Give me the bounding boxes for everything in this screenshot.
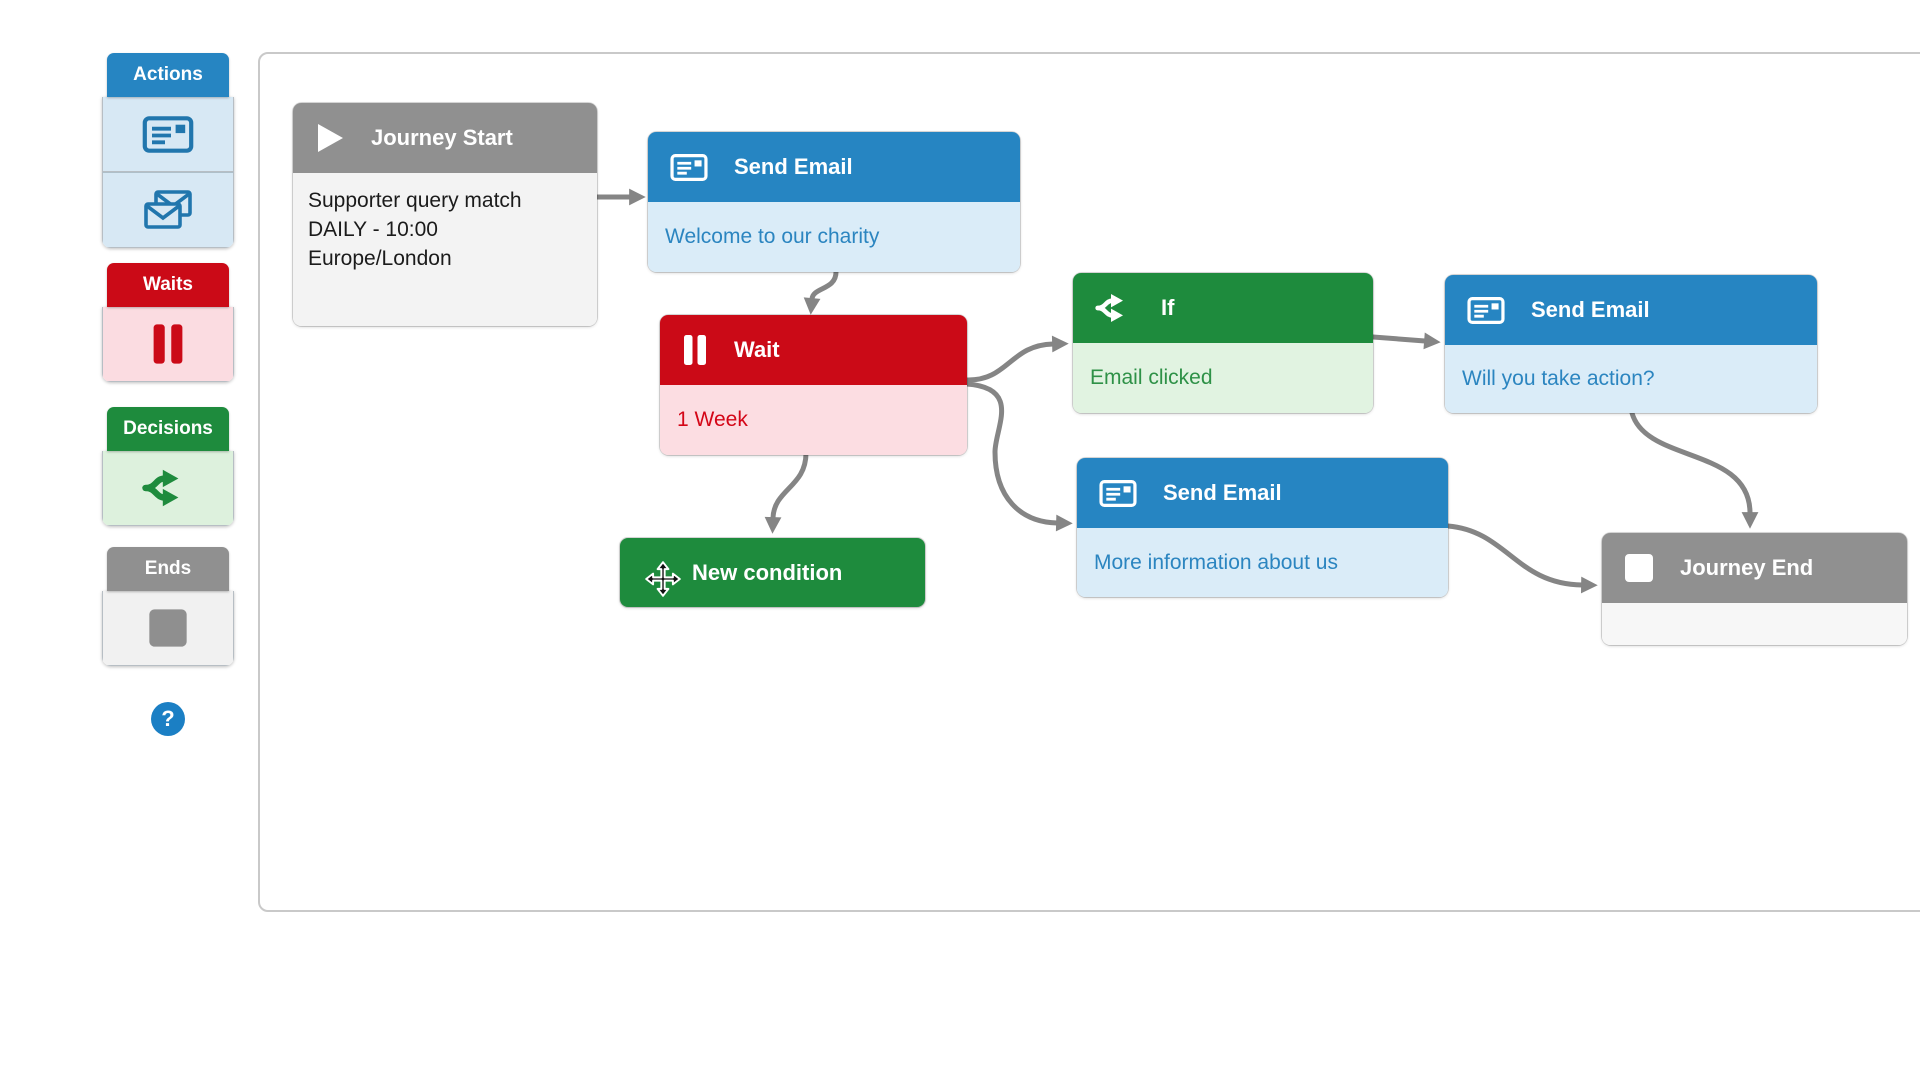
palette-item-decision[interactable] [102,451,234,526]
node-wait-header: Wait [660,315,967,385]
node-body: Will you take action? [1445,345,1817,413]
node-title: Journey End [1680,555,1814,580]
help-button[interactable]: ? [151,702,185,736]
palette-item-send-email[interactable] [102,97,234,172]
palette-item-wait[interactable] [102,307,234,382]
node-send-email-info[interactable]: Send Email More information about us [1077,458,1448,597]
stop-icon [1624,553,1654,583]
node-if[interactable]: If Email clicked [1073,273,1373,413]
node-send-email-action[interactable]: Send Email Will you take action? [1445,275,1817,413]
email-card-icon [670,153,708,182]
node-title: If [1161,295,1175,320]
play-icon [315,122,345,154]
node-journey-start[interactable]: Journey Start Supporter query match DAIL… [293,103,597,326]
node-send-email-welcome[interactable]: Send Email Welcome to our charity [648,132,1020,272]
email-card-icon [142,115,194,154]
node-journey-end[interactable]: Journey End [1602,533,1907,645]
node-body: Email clicked [1073,343,1373,413]
email-card-icon [1467,296,1505,325]
pause-icon [151,321,185,367]
node-title: New condition [692,559,843,585]
palette-header-ends: Ends [107,547,229,591]
branch-icon [1095,292,1135,324]
node-body: More information about us [1077,528,1448,597]
stop-icon [148,608,188,648]
palette-header-actions: Actions [107,53,229,97]
node-title: Send Email [1531,297,1650,322]
palette-group-decisions: Decisions [102,407,234,526]
node-body: 1 Week [660,385,967,455]
email-card-icon [1099,479,1137,508]
node-body: Welcome to our charity [648,202,1020,272]
palette-item-bulk-email[interactable] [102,172,234,248]
pause-icon [682,333,708,367]
node-if-header: If [1073,273,1373,343]
node-new-condition[interactable]: New condition [620,538,925,607]
palette-group-waits: Waits [102,263,234,382]
node-title: Journey Start [371,125,513,150]
node-send-email-info-header: Send Email [1077,458,1448,528]
node-title: Wait [734,337,780,362]
node-send-email-action-header: Send Email [1445,275,1817,345]
node-journey-start-header: Journey Start [293,103,597,173]
palette-group-actions: Actions [102,53,234,248]
node-body [1602,603,1907,645]
bulk-email-icon [141,188,195,232]
node-send-email-welcome-header: Send Email [648,132,1020,202]
node-wait[interactable]: Wait 1 Week [660,315,967,455]
palette-header-waits: Waits [107,263,229,307]
branch-icon [142,467,194,509]
palette-group-ends: Ends [102,547,234,666]
node-title: Send Email [734,154,853,179]
move-cursor-icon [645,561,681,597]
node-title: Send Email [1163,480,1282,505]
palette-header-decisions: Decisions [107,407,229,451]
node-journey-end-header: Journey End [1602,533,1907,603]
palette-item-end[interactable] [102,591,234,666]
node-body: Supporter query match DAILY - 10:00 Euro… [293,173,597,326]
